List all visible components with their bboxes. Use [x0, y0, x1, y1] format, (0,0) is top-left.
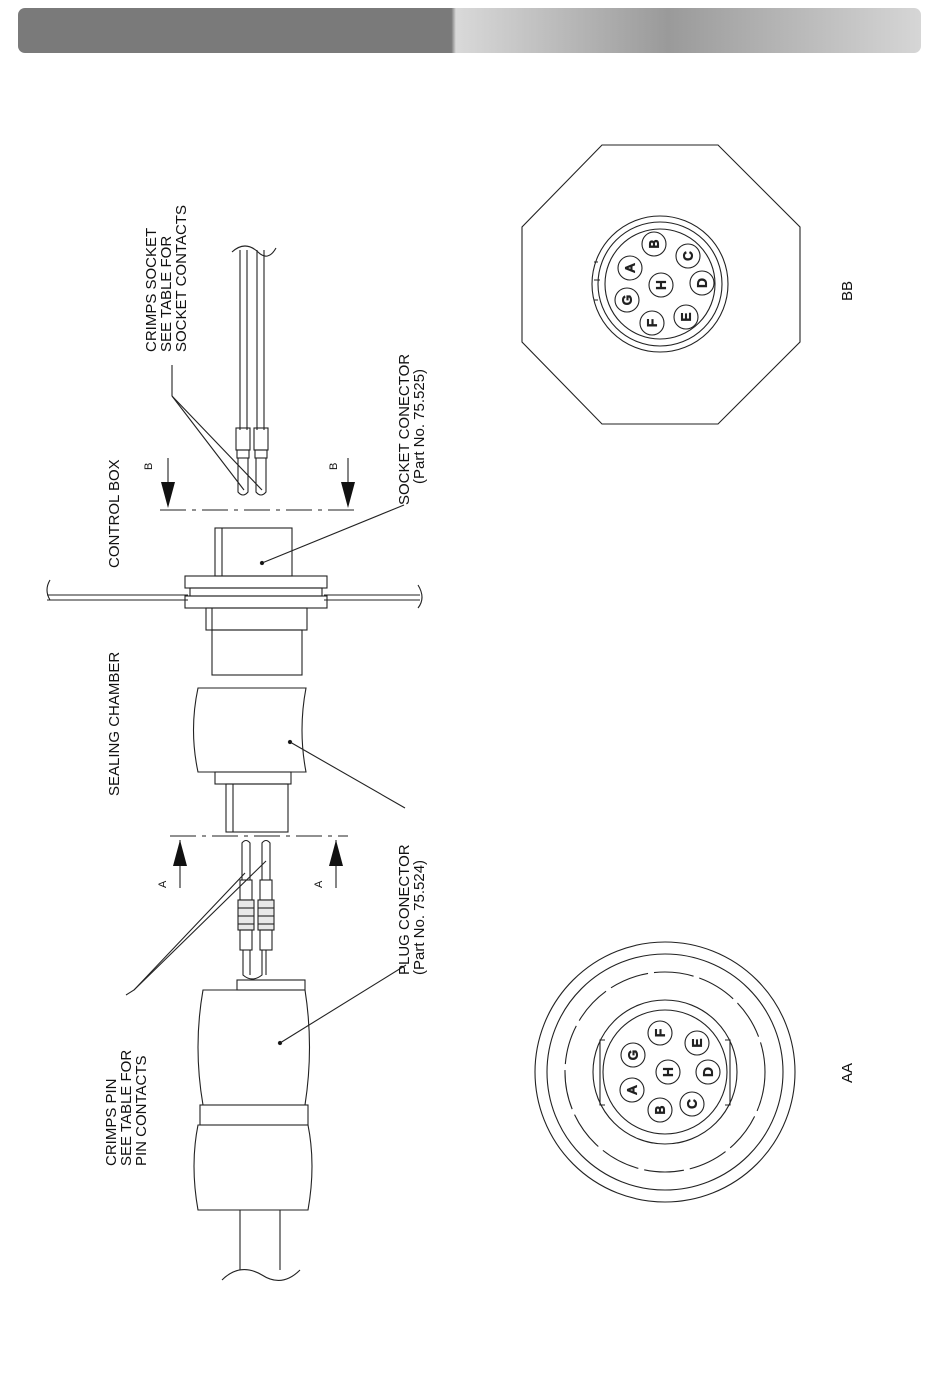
- section-a-label-top: A: [157, 880, 169, 888]
- bb-pin-letter-h: H: [654, 280, 669, 289]
- control-box-wall: [47, 580, 422, 608]
- bb-pin-letter-d: D: [695, 278, 710, 287]
- control-box-label: CONTROL BOX: [106, 459, 123, 568]
- socket-connector-label-2: (Part No. 75.525): [411, 369, 428, 484]
- socket-connector-body: [185, 505, 404, 675]
- pin-contacts: [238, 841, 274, 980]
- bb-pin-letter-f: F: [645, 319, 660, 327]
- section-b-label-bottom: B: [328, 463, 340, 470]
- crimps-pin-label-3: PIN CONTACTS: [133, 1055, 150, 1166]
- aa-pin-letter-g: G: [626, 1050, 641, 1060]
- bb-pin-letter-c: C: [681, 251, 696, 260]
- pins-bb: A B C D E F G H: [615, 232, 714, 335]
- sealing-chamber-body: [194, 688, 406, 832]
- aa-pin-letter-e: E: [690, 1038, 705, 1047]
- aa-pin-letter-c: C: [685, 1099, 700, 1108]
- bb-pin-letter-b: B: [647, 240, 662, 249]
- view-bb-label: BB: [839, 281, 856, 301]
- plug-connector-label-2: (Part No. 75.524): [411, 860, 428, 975]
- bb-pin-letter-g: G: [620, 295, 635, 305]
- sealing-chamber-label: SEALING CHAMBER: [106, 652, 123, 796]
- aa-pin-letter-d: D: [701, 1067, 716, 1076]
- aa-pin-letter-f: F: [653, 1029, 668, 1037]
- view-aa-label: AA: [839, 1063, 856, 1083]
- plug-connector-body: [193, 965, 406, 1280]
- bb-pin-letter-a: A: [623, 263, 638, 272]
- aa-pin-letter-b: B: [653, 1106, 668, 1115]
- aa-pin-letter-a: A: [625, 1085, 640, 1094]
- pins-aa: A B C D E F G H: [620, 1021, 720, 1122]
- section-b-label-top: B: [143, 463, 155, 470]
- aa-pin-letter-h: H: [661, 1067, 676, 1076]
- section-line-b: [160, 458, 355, 510]
- socket-cables: [232, 246, 276, 430]
- section-line-a: [170, 836, 348, 888]
- section-a-label-bottom: A: [313, 880, 325, 888]
- bb-pin-letter-e: E: [679, 312, 694, 321]
- crimps-socket-label-3: SOCKET CONTACTS: [173, 205, 190, 352]
